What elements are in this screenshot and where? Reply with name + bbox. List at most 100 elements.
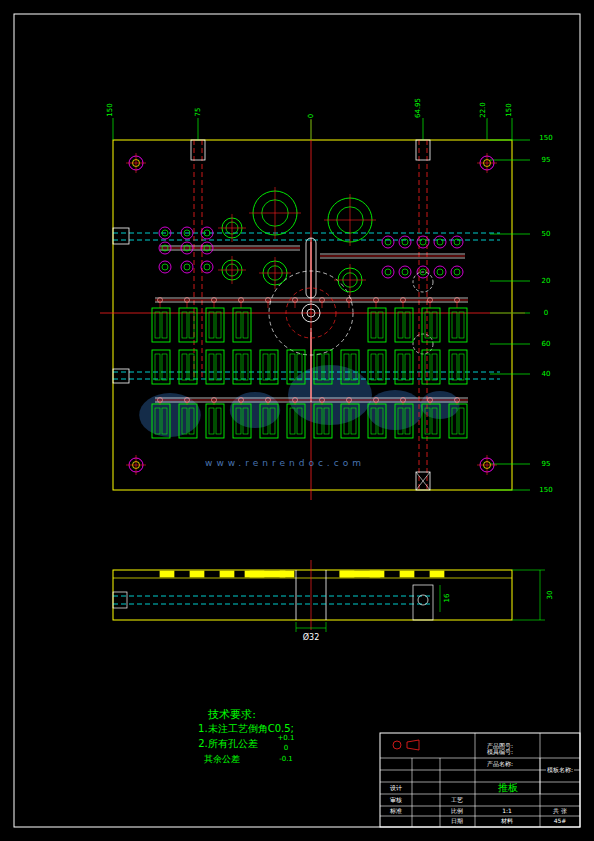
- slot-cavity: [395, 350, 413, 384]
- slot-window: [452, 354, 457, 380]
- slot-cavity: [368, 404, 386, 438]
- title-block-cell: 1:1: [501, 808, 513, 814]
- slot-window: [216, 354, 221, 380]
- watermark: www.renrendoc.com: [204, 459, 366, 468]
- runner: [155, 300, 468, 301]
- slot-cavity: [287, 350, 305, 384]
- extension-line: [490, 160, 530, 161]
- center-mark: [487, 153, 488, 173]
- section-pocket: [190, 571, 204, 577]
- slot-window: [155, 312, 160, 338]
- slot-window: [351, 408, 356, 434]
- dimension-value: 95: [541, 157, 552, 164]
- slot-window: [182, 354, 187, 380]
- slot-window: [236, 408, 241, 434]
- dimension-value: 30: [547, 590, 554, 601]
- slot-window: [155, 354, 160, 380]
- watermark-shape: [230, 392, 280, 428]
- slot-window: [371, 408, 376, 434]
- slot-window: [216, 312, 221, 338]
- dimension-value: 22.0: [480, 101, 487, 119]
- small-cavity: [437, 239, 443, 245]
- slot-window: [459, 408, 464, 434]
- plug-cross: [416, 472, 430, 490]
- small-cavity: [162, 245, 168, 251]
- small-cavity: [159, 242, 171, 254]
- gate: [160, 300, 161, 308]
- center-mark: [275, 187, 276, 239]
- slot-cavity: [314, 404, 332, 438]
- slot-cavity: [206, 404, 224, 438]
- sprue-bore: [326, 570, 327, 620]
- plug: [113, 369, 129, 383]
- runner: [320, 258, 465, 259]
- extension-line: [296, 622, 297, 632]
- slot-window: [290, 408, 295, 434]
- sheet-border: [14, 14, 580, 827]
- slot-window: [243, 354, 248, 380]
- small-cavity: [451, 266, 463, 278]
- gate: [430, 300, 431, 308]
- plug: [113, 592, 127, 608]
- gate: [214, 300, 215, 308]
- slot-cavity: [449, 350, 467, 384]
- slot-cavity: [422, 350, 440, 384]
- slot-window: [405, 354, 410, 380]
- small-cavity: [201, 242, 213, 254]
- slot-window: [270, 354, 275, 380]
- title-block-cell: 共 张: [552, 808, 568, 814]
- dimension-line: [440, 585, 441, 612]
- runner: [320, 254, 465, 255]
- dimension-value: 0: [543, 310, 549, 317]
- center-line: [100, 313, 525, 314]
- runner: [320, 256, 465, 257]
- small-cavity: [184, 264, 190, 270]
- plug: [416, 472, 430, 490]
- small-cavity: [385, 239, 391, 245]
- small-cavity: [402, 269, 408, 275]
- center-mark: [350, 264, 351, 296]
- slot-window: [162, 312, 167, 338]
- center-mark: [232, 214, 233, 242]
- slot-cavity: [179, 350, 197, 384]
- technical-note: 0: [283, 745, 289, 752]
- gate: [457, 300, 458, 308]
- extension-line: [326, 622, 327, 632]
- section-pocket: [340, 571, 380, 577]
- gate: [322, 300, 323, 308]
- title-block-cell: 工艺: [450, 797, 464, 803]
- center-mark: [232, 256, 233, 284]
- slot-window: [398, 354, 403, 380]
- dimension-line: [540, 570, 541, 620]
- slot-cavity: [206, 350, 224, 384]
- title-rule: [380, 816, 580, 817]
- slot-window: [162, 354, 167, 380]
- slot-window: [209, 354, 214, 380]
- center-line: [311, 115, 312, 500]
- slot-window: [182, 408, 187, 434]
- section-edge: [113, 578, 512, 579]
- small-cavity: [204, 230, 210, 236]
- plug-cross: [416, 472, 430, 490]
- cooling-channel: [113, 604, 430, 605]
- dimension-value: 40: [541, 371, 552, 378]
- small-cavity: [434, 236, 446, 248]
- runner: [311, 240, 312, 300]
- small-cavity: [454, 239, 460, 245]
- slot-window: [459, 312, 464, 338]
- dimension-value: 20: [541, 278, 552, 285]
- small-cavity: [159, 227, 171, 239]
- small-cavity: [399, 266, 411, 278]
- slot-cavity: [449, 404, 467, 438]
- extension-line: [490, 313, 530, 314]
- slot-cavity: [341, 404, 359, 438]
- slot-window: [209, 312, 214, 338]
- title-block-cell: 模具编号:: [486, 749, 514, 755]
- small-cavity: [434, 266, 446, 278]
- gate: [241, 300, 242, 308]
- slot-window: [398, 408, 403, 434]
- center-line: [311, 560, 312, 630]
- slot-window: [344, 408, 349, 434]
- title-rule: [412, 758, 413, 827]
- slot-cavity: [287, 404, 305, 438]
